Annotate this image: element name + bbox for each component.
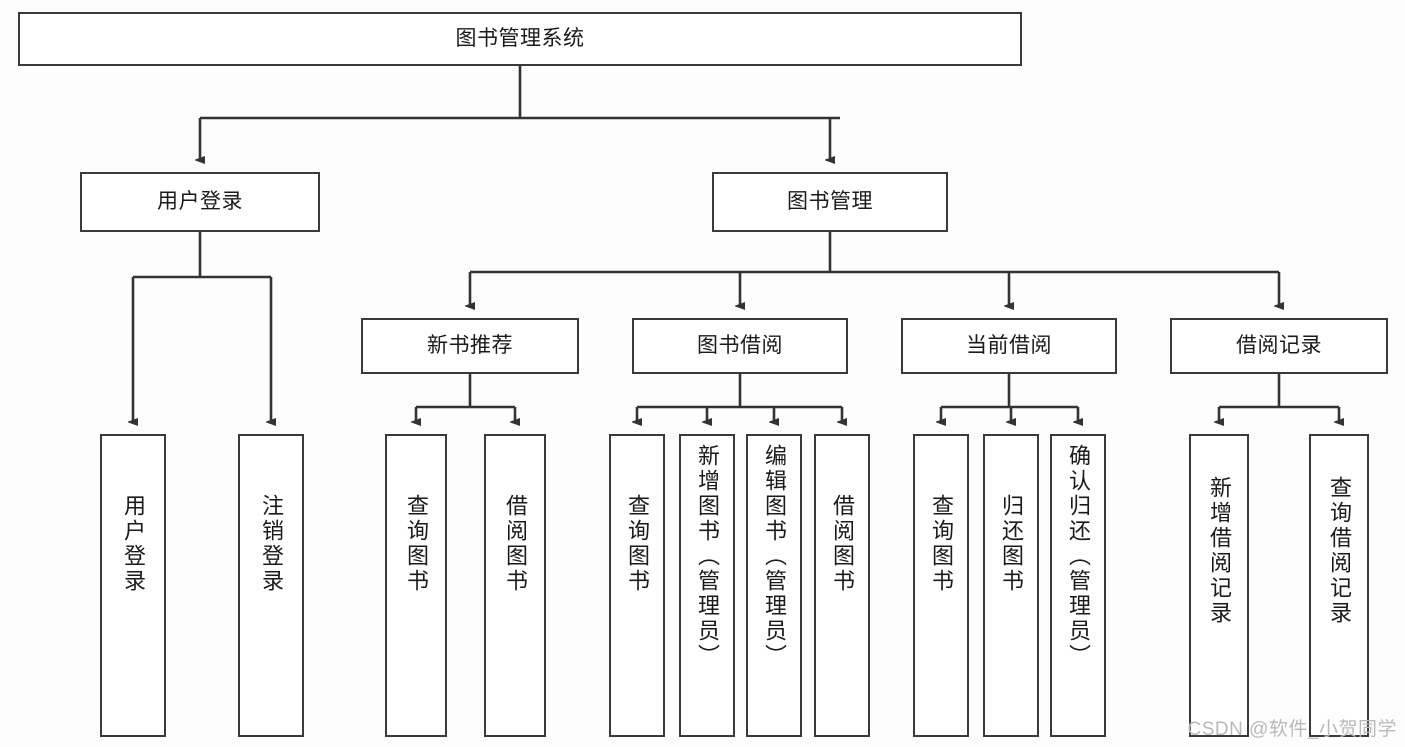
leaf-query-books-recommend-label: 查询图书: [403, 494, 429, 594]
leaf-confirm-return-admin[interactable]: 确认归还（管理员）: [1050, 434, 1106, 737]
node-new-book-recommend-label: 新书推荐: [427, 333, 513, 357]
leaf-user-login-label: 用户登录: [120, 494, 146, 594]
csdn-watermark: CSDN @软件_小贺同学: [1187, 719, 1397, 740]
node-book-borrow[interactable]: 图书借阅: [632, 318, 848, 374]
leaf-borrow-books[interactable]: 借阅图书: [814, 434, 870, 737]
leaf-borrow-books-recommend[interactable]: 借阅图书: [484, 434, 546, 737]
node-current-borrow[interactable]: 当前借阅: [901, 318, 1117, 374]
leaf-add-book-admin-label: 新增图书（管理员）: [694, 444, 720, 669]
leaf-edit-book-admin-label: 编辑图书（管理员）: [761, 444, 787, 669]
leaf-query-borrow-record-label: 查询借阅记录: [1326, 476, 1352, 626]
node-borrow-record-label: 借阅记录: [1236, 333, 1322, 357]
leaf-query-borrow-record[interactable]: 查询借阅记录: [1309, 434, 1369, 737]
leaf-add-borrow-record[interactable]: 新增借阅记录: [1189, 434, 1249, 737]
leaf-query-books-borrow[interactable]: 查询图书: [609, 434, 665, 737]
node-book-borrow-label: 图书借阅: [697, 333, 783, 357]
node-book-management[interactable]: 图书管理: [712, 172, 948, 232]
node-new-book-recommend[interactable]: 新书推荐: [361, 318, 579, 374]
leaf-return-books-label: 归还图书: [998, 494, 1024, 594]
node-root-label: 图书管理系统: [455, 26, 585, 50]
node-user-login-label: 用户登录: [157, 189, 243, 213]
leaf-borrow-books-recommend-label: 借阅图书: [502, 494, 528, 594]
node-user-login[interactable]: 用户登录: [80, 172, 320, 232]
node-current-borrow-label: 当前借阅: [966, 333, 1052, 357]
leaf-logout-label: 注销登录: [258, 494, 284, 594]
leaf-edit-book-admin[interactable]: 编辑图书（管理员）: [746, 434, 802, 737]
node-book-management-label: 图书管理: [787, 189, 873, 213]
leaf-user-login[interactable]: 用户登录: [100, 434, 166, 737]
leaf-borrow-books-label: 借阅图书: [829, 494, 855, 594]
leaf-logout[interactable]: 注销登录: [238, 434, 304, 737]
leaf-query-books-current[interactable]: 查询图书: [913, 434, 969, 737]
leaf-add-book-admin[interactable]: 新增图书（管理员）: [679, 434, 735, 737]
leaf-confirm-return-admin-label: 确认归还（管理员）: [1065, 444, 1091, 669]
node-borrow-record[interactable]: 借阅记录: [1170, 318, 1388, 374]
node-root[interactable]: 图书管理系统: [18, 12, 1022, 66]
leaf-query-books-current-label: 查询图书: [928, 494, 954, 594]
leaf-query-books-borrow-label: 查询图书: [624, 494, 650, 594]
leaf-return-books[interactable]: 归还图书: [983, 434, 1039, 737]
leaf-add-borrow-record-label: 新增借阅记录: [1206, 476, 1232, 626]
leaf-query-books-recommend[interactable]: 查询图书: [385, 434, 447, 737]
